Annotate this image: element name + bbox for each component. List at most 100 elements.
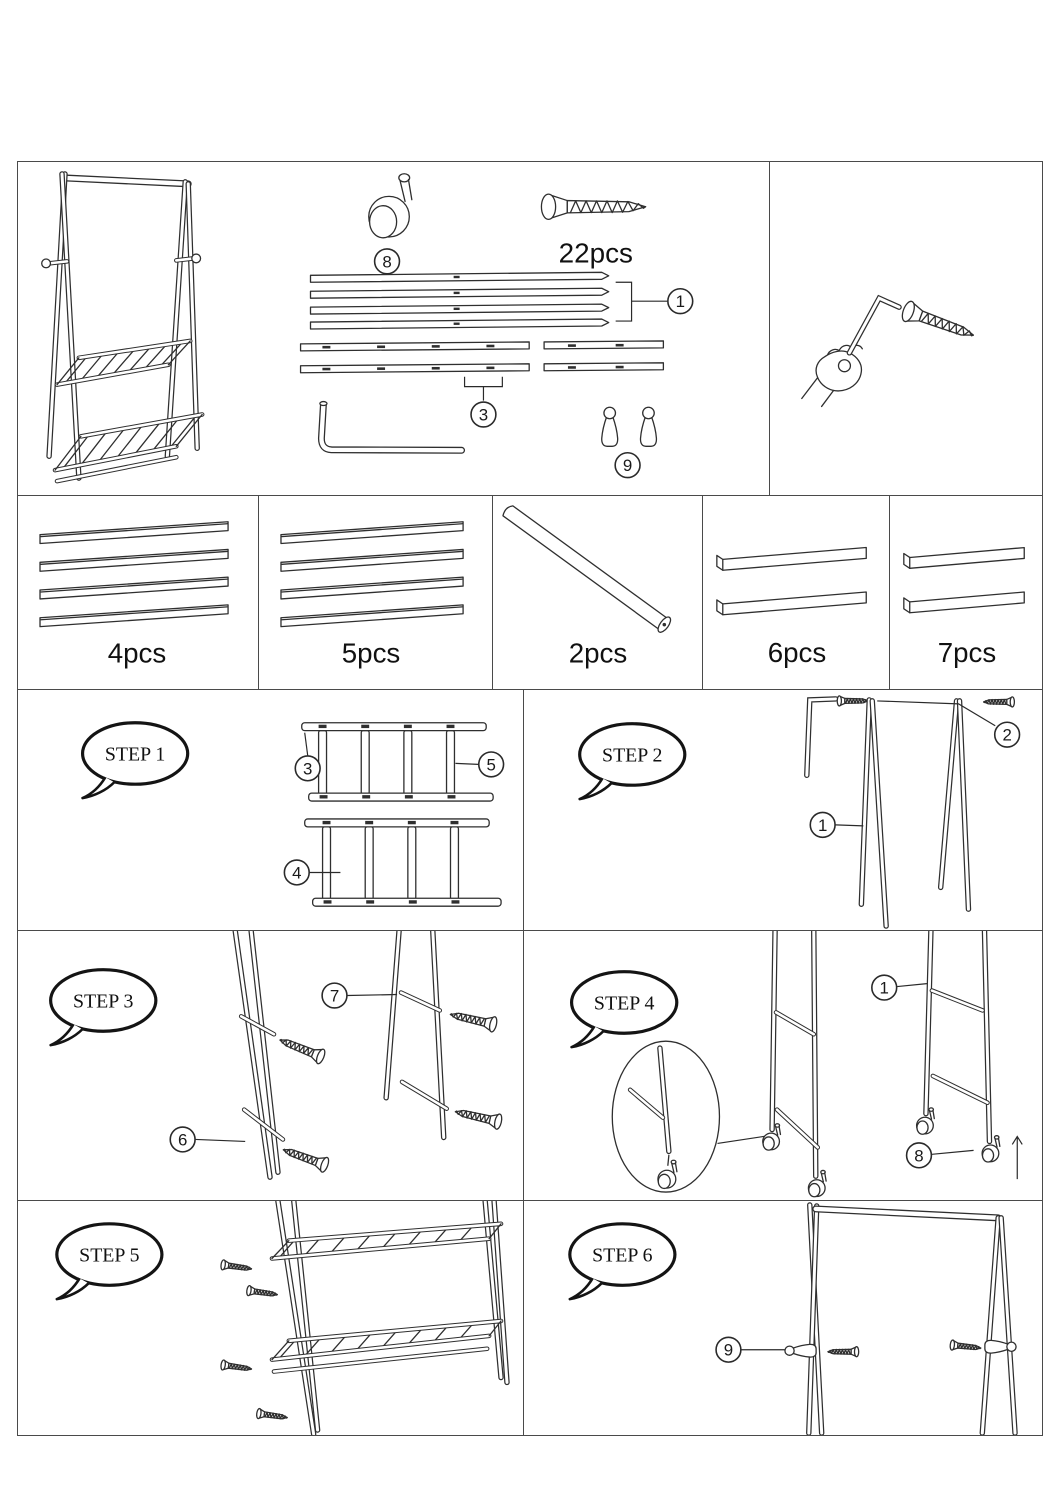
callout-2: 2	[993, 721, 1021, 748]
step-2-label: STEP 2	[602, 744, 662, 766]
callout-3: 3	[294, 755, 321, 782]
step-3-bubble: STEP 3	[49, 968, 158, 1047]
slat-rails-drawing	[301, 341, 664, 401]
allen-key-drawing	[317, 402, 466, 454]
step-6-bubble: STEP 6	[568, 1222, 677, 1301]
upper-shelf-drawing	[54, 338, 193, 387]
screw-drawing	[448, 1006, 499, 1034]
step-5-bubble: STEP 5	[55, 1222, 164, 1301]
callout-4-number: 4	[292, 863, 301, 882]
callout-1: 1	[871, 974, 898, 1001]
hand-with-wrench-drawing	[802, 345, 863, 406]
callout-6: 6	[169, 1126, 196, 1153]
callout-5-number: 5	[486, 755, 495, 774]
hook-drawing-left	[784, 1343, 817, 1358]
panel-parts-overview: 8 22pcs 1	[17, 161, 770, 496]
callout-9: 9	[614, 451, 641, 479]
panel-qty-6pcs: 6pcs	[702, 495, 890, 690]
step-2-bubble: STEP 2	[578, 722, 687, 801]
screw-drawing	[245, 1284, 279, 1300]
panel-tool-usage	[769, 161, 1043, 496]
side-frame-right	[937, 698, 972, 912]
callout-1-number: 1	[880, 979, 889, 998]
hook-drawing-right	[984, 1339, 1017, 1354]
screw-qty-label: 22pcs	[559, 237, 633, 268]
shelf-frame-upper	[302, 723, 493, 801]
long-poles-drawing	[310, 272, 668, 329]
step-1-label: STEP 1	[105, 743, 165, 765]
rack-top-frame	[806, 1202, 1018, 1435]
callout-3-number: 3	[479, 405, 488, 424]
lower-shelf-drawing	[269, 1318, 504, 1374]
step-3-label: STEP 3	[73, 990, 134, 1012]
side-frame-right	[383, 931, 449, 1141]
qty-4pcs-drawing: 4pcs	[18, 496, 258, 668]
qty-label-6pcs: 6pcs	[768, 637, 827, 668]
screw-drawing	[898, 298, 978, 347]
callout-8: 8	[373, 248, 401, 275]
callout-7: 7	[321, 982, 348, 1009]
screw-drawing-right	[949, 1339, 982, 1354]
side-peg-left	[42, 259, 70, 268]
wrench-drawing	[804, 696, 839, 779]
step-6-drawing: STEP 6 9	[568, 1202, 1018, 1435]
callout-4: 4	[283, 859, 310, 886]
callout-1-number: 1	[818, 816, 827, 835]
slat-parts-drawing	[281, 522, 463, 627]
panel-step-6: STEP 6 9	[523, 1200, 1043, 1436]
rack-frame	[275, 1201, 510, 1435]
callout-1-number: 1	[676, 292, 685, 311]
up-arrow-icon	[1011, 1135, 1023, 1180]
callout-9: 9	[715, 1336, 742, 1363]
panel-step-4: STEP 4	[523, 930, 1043, 1201]
qty-5pcs-drawing: 5pcs	[259, 496, 492, 668]
step-4-drawing: STEP 4	[569, 931, 1023, 1198]
bar-parts-drawing	[717, 547, 866, 614]
magnifier-detail	[612, 1041, 771, 1192]
side-peg-right	[174, 254, 200, 263]
panel-step-3: STEP 3 7	[17, 930, 524, 1201]
callout-7-number: 7	[330, 986, 339, 1005]
callout-6-number: 6	[178, 1130, 187, 1149]
tool-usage-drawing	[770, 294, 978, 495]
shelf-frame-lower	[305, 819, 501, 906]
callout-3: 3	[470, 401, 497, 428]
bar-parts-drawing	[904, 548, 1024, 613]
qty-2pcs-drawing: 2pcs	[493, 496, 702, 668]
screw-drawing	[219, 1259, 253, 1275]
step-1-drawing: STEP 1 3 5	[80, 721, 505, 930]
qty-label-2pcs: 2pcs	[569, 637, 628, 668]
panel-step-5: STEP 5	[17, 1200, 524, 1436]
side-frame-middle	[762, 931, 827, 1198]
screw-drawing	[219, 1359, 253, 1375]
callout-2-number: 2	[1002, 726, 1011, 745]
callout-8-number: 8	[914, 1146, 923, 1165]
callout-9-number: 9	[724, 1341, 733, 1360]
tube-part-drawing	[503, 506, 673, 634]
screw-part-drawing	[540, 192, 647, 221]
panel-step-1: STEP 1 3 5	[17, 689, 524, 931]
lower-shelf-drawing	[52, 412, 205, 484]
qty-6pcs-drawing: 6pcs	[703, 496, 889, 668]
screw-drawing-right	[983, 696, 1015, 708]
panel-step-2: STEP 2 2 1	[523, 689, 1043, 931]
step-3-drawing: STEP 3 7	[49, 931, 504, 1180]
screw-drawing	[280, 1141, 331, 1174]
qty-7pcs-drawing: 7pcs	[890, 496, 1042, 668]
panel-qty-5pcs: 5pcs	[258, 495, 493, 690]
panel-qty-7pcs: 7pcs	[889, 495, 1043, 690]
step-4-label: STEP 4	[594, 992, 655, 1014]
step-4-bubble: STEP 4	[569, 970, 679, 1049]
step-1-bubble: STEP 1	[80, 721, 190, 800]
panel-qty-4pcs: 4pcs	[17, 495, 259, 690]
callout-8: 8	[905, 1142, 933, 1169]
qty-label-4pcs: 4pcs	[108, 637, 167, 668]
side-frame-right	[916, 931, 1001, 1163]
step-5-label: STEP 5	[79, 1244, 139, 1266]
upper-shelf-drawing	[269, 1221, 504, 1261]
callout-9-number: 9	[623, 456, 632, 475]
screw-drawing-left	[836, 695, 869, 707]
callout-1: 1	[667, 287, 694, 315]
callout-3-number: 3	[303, 759, 312, 778]
